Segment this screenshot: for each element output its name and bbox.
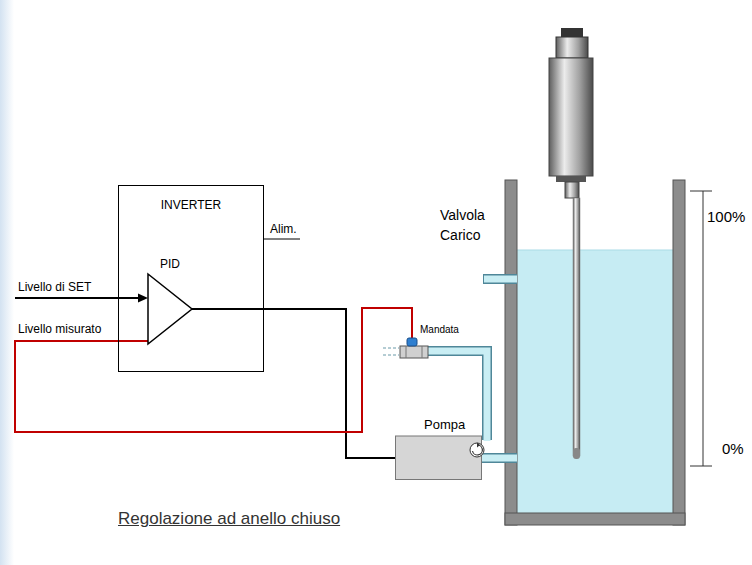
scale-tick — [690, 191, 712, 192]
probe-tip — [573, 448, 580, 459]
setpoint-wire — [15, 297, 140, 299]
pipe-continuation — [383, 355, 399, 356]
tank-wall — [673, 180, 685, 525]
pipe-continuation — [383, 348, 399, 349]
outlet-pipe — [482, 453, 517, 463]
sensor-neck — [565, 182, 579, 198]
sensor-connector — [561, 28, 583, 37]
valve-label: Valvola Carico — [440, 205, 502, 245]
sensor-probe — [573, 198, 580, 456]
pid-amplifier: PID — [148, 256, 192, 344]
sensor-label: Mandata — [420, 324, 459, 336]
sensor-ring — [556, 176, 586, 182]
pump-label: Pompa — [424, 417, 465, 433]
diagram-caption: Regolazione ad anello chiuso — [118, 509, 340, 529]
outlet-pipe — [482, 455, 517, 462]
control-wire — [192, 309, 395, 458]
sensor-cap — [407, 338, 417, 346]
sensor-wire — [411, 320, 413, 339]
inverter-box: INVERTER PID — [118, 185, 264, 372]
sensor-body — [549, 58, 593, 176]
power-wire — [264, 239, 300, 240]
box-title: INVERTER — [119, 198, 263, 212]
inlet-pipe — [484, 276, 517, 283]
scale-label: 0% — [722, 440, 744, 458]
edge-tint — [0, 0, 14, 565]
scale-label: 100% — [707, 208, 745, 226]
tank-bottom — [505, 513, 685, 525]
pump-symbol — [470, 443, 484, 457]
pressure-sensor: Mandata — [398, 320, 462, 364]
valve-ring — [406, 346, 407, 358]
water — [517, 250, 673, 513]
valve-body — [400, 346, 428, 358]
sensor-head — [556, 37, 588, 58]
valve-ring — [422, 346, 423, 358]
signal-label: Livello di SET — [18, 280, 91, 294]
feedback-wire — [15, 308, 412, 432]
signal-label: Livello misurato — [18, 322, 101, 336]
power-label: Alim. — [270, 222, 297, 236]
inlet-pipe — [483, 274, 517, 284]
block-label: PID — [148, 257, 192, 271]
amplifier-triangle — [148, 274, 192, 344]
pump-body — [396, 436, 482, 480]
scale-line — [703, 191, 704, 466]
pump-rotation-head — [477, 443, 480, 448]
scale-tick — [690, 466, 712, 467]
arrow-head — [138, 294, 148, 303]
pump: Pompa — [395, 416, 485, 480]
water-surface — [517, 250, 673, 251]
tank-wall — [505, 180, 517, 525]
